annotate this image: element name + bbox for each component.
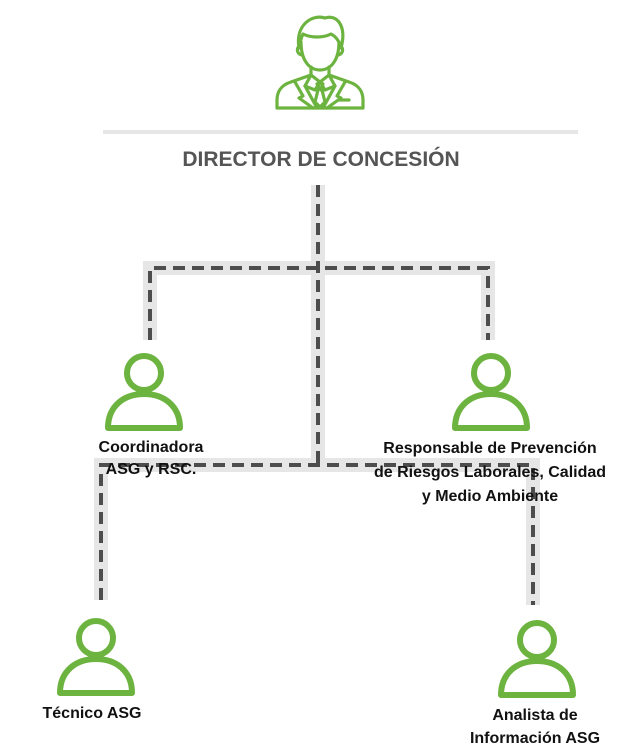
person-icon-analista bbox=[498, 620, 576, 698]
director-title: DIRECTOR DE CONCESIÓN bbox=[182, 148, 460, 171]
person-icon-coordinadora bbox=[105, 353, 183, 431]
position-label-analista: Analista de Información ASG bbox=[469, 707, 601, 747]
person-icon-tecnico bbox=[57, 618, 135, 696]
connector-dash-level1 bbox=[148, 266, 490, 340]
title-divider bbox=[103, 130, 578, 134]
connector-dash-level2 bbox=[99, 463, 535, 605]
position-label-coordinadora: Coordinadora ASG y RSC. bbox=[98, 439, 204, 478]
person-icon-responsable bbox=[452, 353, 530, 431]
position-label-tecnico: Técnico ASG bbox=[42, 705, 142, 722]
position-label-responsable: Responsable de Prevención de Riesgos Lab… bbox=[373, 440, 607, 505]
businessman-icon bbox=[275, 15, 365, 110]
